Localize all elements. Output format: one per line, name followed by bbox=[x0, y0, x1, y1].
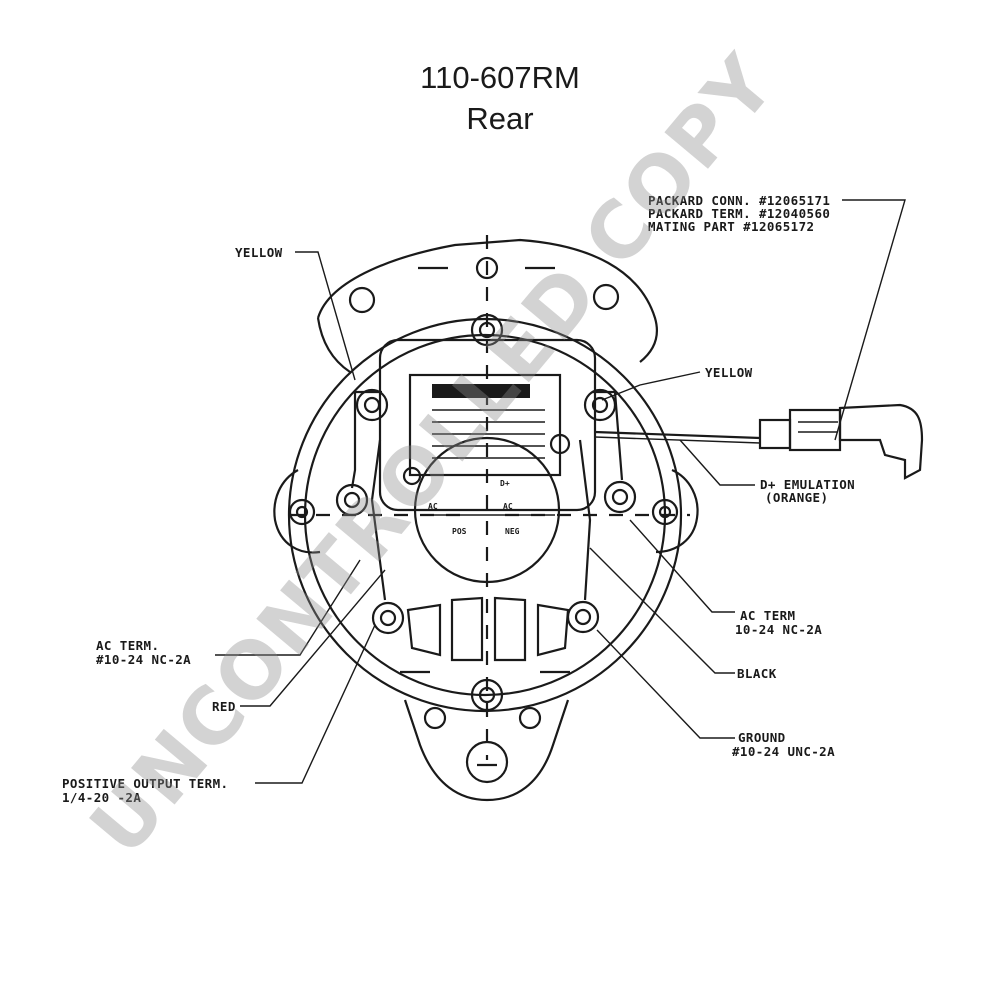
wire-right-black bbox=[578, 439, 592, 601]
label-packard-conn: PACKARD CONN. #12065171 bbox=[648, 193, 830, 208]
stud-top bbox=[470, 313, 504, 347]
leader-ground bbox=[596, 629, 735, 739]
label-ground-spec: #10-24 UNC-2A bbox=[732, 744, 835, 759]
label-ground: GROUND bbox=[738, 730, 786, 745]
regulator-screw-left bbox=[402, 466, 422, 486]
leader-packard bbox=[834, 199, 906, 441]
view-subtitle: Rear bbox=[466, 101, 534, 136]
wire-d-plus-lead-2 bbox=[594, 436, 761, 444]
leader-red bbox=[240, 569, 386, 707]
stud-mid-right bbox=[603, 480, 637, 514]
cooling-slot-2 bbox=[450, 596, 484, 662]
label-black: BLACK bbox=[737, 666, 777, 681]
regulator-plate bbox=[408, 373, 562, 477]
stud-upper-right bbox=[583, 388, 617, 422]
ac-mark-right: AC bbox=[503, 502, 513, 511]
stud-bottom bbox=[470, 678, 504, 712]
packard-connector bbox=[758, 403, 924, 480]
wire-d-plus-lead bbox=[594, 430, 761, 440]
regulator-logo bbox=[432, 384, 530, 398]
label-positive-output: POSITIVE OUTPUT TERM. bbox=[62, 776, 228, 791]
label-positive-output-spec: 1/4-20 -2A bbox=[62, 790, 141, 805]
stud-left-edge bbox=[288, 498, 316, 526]
wire-right-yellow bbox=[592, 390, 624, 481]
stud-lower-right bbox=[566, 600, 600, 634]
ear-hole-left bbox=[348, 286, 376, 314]
cooling-slot-3 bbox=[493, 596, 527, 662]
bottom-hole-left bbox=[423, 706, 447, 730]
label-yellow-right: YELLOW bbox=[705, 365, 753, 380]
cooling-slot-4 bbox=[536, 603, 570, 657]
left-side-lobe bbox=[273, 469, 321, 554]
top-hole bbox=[475, 256, 499, 280]
ac-mark-left: AC bbox=[428, 502, 438, 511]
part-number-title: 110-607RM bbox=[420, 60, 580, 95]
stud-right-edge bbox=[651, 498, 679, 526]
neg-mark: NEG bbox=[505, 527, 520, 536]
right-side-lobe bbox=[655, 468, 699, 554]
leader-ac-term-right bbox=[629, 519, 735, 613]
ear-hole-right bbox=[592, 283, 620, 311]
top-ear-left-edge bbox=[316, 317, 351, 373]
leader-ac-term-left bbox=[215, 559, 361, 656]
leader-black bbox=[589, 547, 735, 674]
label-yellow-left: YELLOW bbox=[235, 245, 283, 260]
bottom-mount-boss bbox=[403, 699, 570, 802]
wire-left-red bbox=[370, 439, 387, 601]
housing-outer-ring bbox=[287, 317, 683, 713]
bottom-mount-hole bbox=[465, 740, 509, 784]
leader-yellow-left bbox=[295, 251, 356, 381]
label-d-emulation-color: (ORANGE) bbox=[765, 490, 828, 505]
label-ac-term-right-spec: 10-24 NC-2A bbox=[735, 622, 822, 637]
d-plus-mark: D+ bbox=[500, 479, 510, 488]
label-ac-term-left-spec: #10-24 NC-2A bbox=[96, 652, 191, 667]
stud-upper-left bbox=[355, 388, 389, 422]
label-packard-term: PACKARD TERM. #12040560 bbox=[648, 206, 830, 221]
label-red: RED bbox=[212, 699, 236, 714]
regulator-face bbox=[413, 436, 561, 584]
label-d-emulation: D+ EMULATION bbox=[760, 477, 855, 492]
cooling-slot-1 bbox=[406, 603, 442, 657]
top-mount-ear bbox=[316, 238, 658, 363]
label-ac-term-right: AC TERM bbox=[740, 608, 795, 623]
label-mating-part: MATING PART #12065172 bbox=[648, 219, 814, 234]
leader-d-emulation bbox=[679, 439, 755, 486]
leader-positive-output bbox=[255, 624, 376, 784]
regulator-housing bbox=[378, 338, 597, 512]
wire-left-yellow bbox=[350, 390, 382, 489]
stud-lower-left bbox=[371, 601, 405, 635]
regulator-screw-right bbox=[549, 433, 571, 455]
uncontrolled-copy-watermark: UNCONTROLLED COPY bbox=[74, 39, 794, 873]
label-ac-term-left: AC TERM. bbox=[96, 638, 159, 653]
leader-yellow-right bbox=[601, 371, 701, 401]
pos-mark: POS bbox=[452, 527, 467, 536]
bottom-hole-right bbox=[518, 706, 542, 730]
